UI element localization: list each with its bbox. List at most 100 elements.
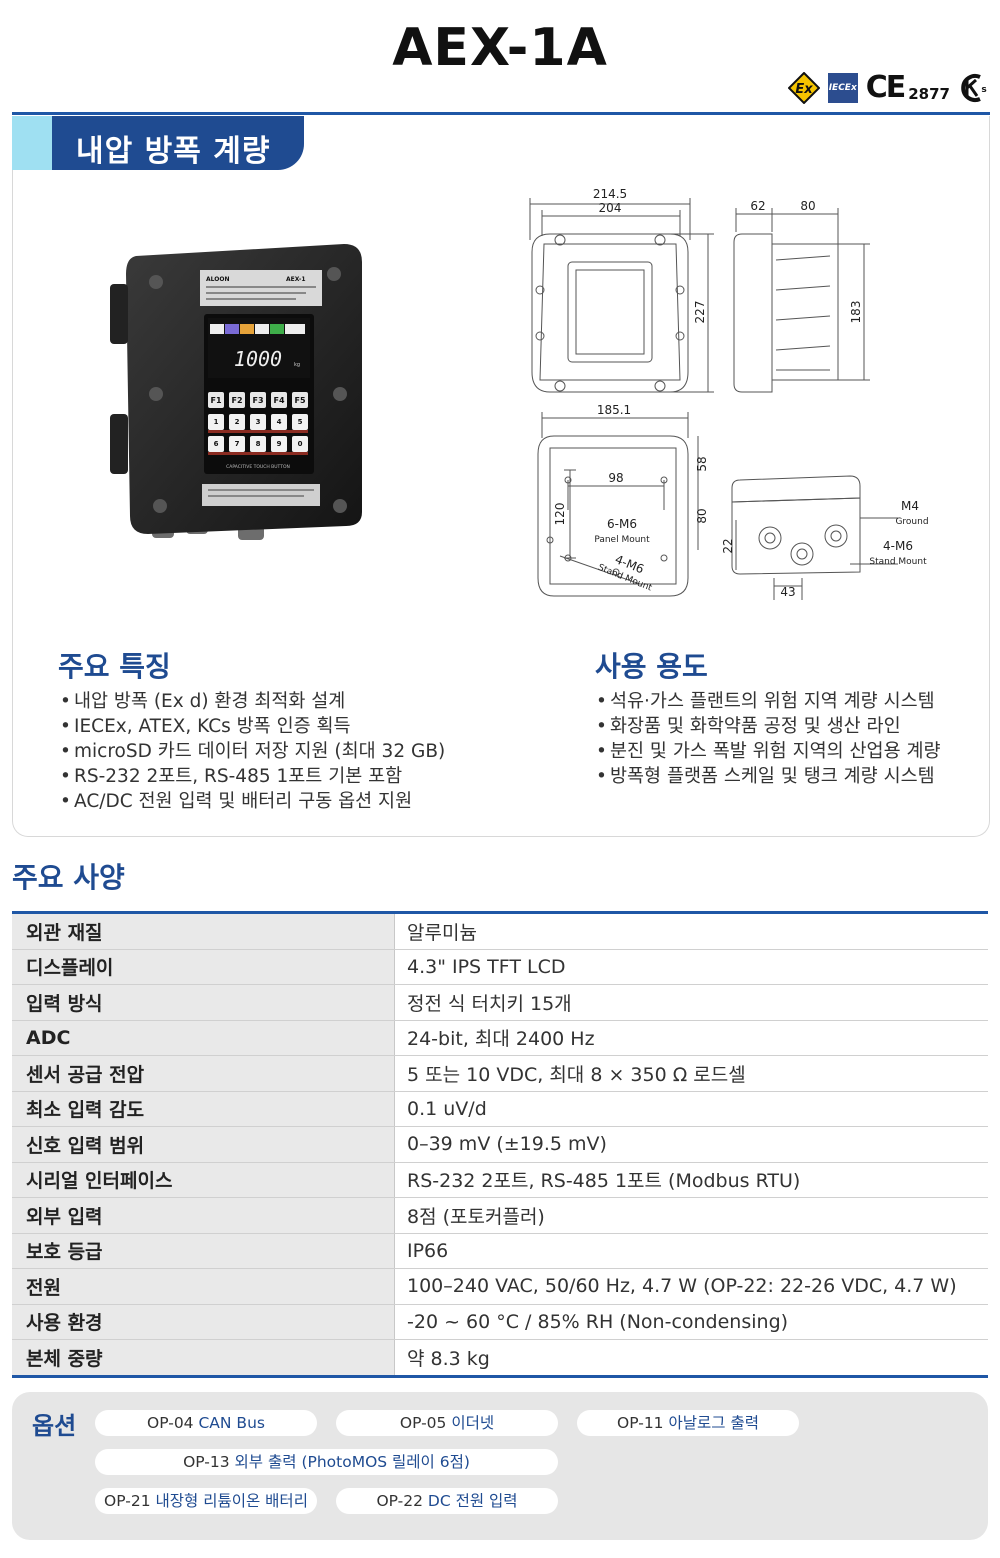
feature-item: AC/DC 전원 입력 및 배터리 구동 옵션 지원 [60,789,445,814]
feature-item: 내압 방폭 (Ex d) 환경 최적화 설계 [60,689,445,714]
section-title: 내압 방폭 계량 [76,134,271,169]
spec-key: 입력 방식 [12,984,395,1021]
ce-mark-icon: CE [865,70,906,105]
dim-side-height: 183 [849,301,863,324]
spec-key: 보호 등급 [12,1233,395,1269]
feature-item: microSD 카드 데이터 저장 지원 (최대 32 GB) [60,739,445,764]
key-8: 8 [256,440,261,448]
kcs-mark-icon: s [958,72,988,104]
spec-value: 8점 (포토커플러) [394,1197,988,1234]
key-9: 9 [277,440,282,448]
spec-value: RS-232 2포트, RS-485 1포트 (Modbus RTU) [394,1162,988,1198]
key-3: 3 [256,418,261,426]
option-code: OP-22 [376,1492,423,1510]
option-name: 이더넷 [451,1414,495,1432]
dim-back-inner-height: 120 [553,503,567,526]
touch-caption: CAPACITIVE TOUCH BUTTON [226,464,290,470]
key-f5: F5 [294,396,305,405]
iecex-logo-icon: IECEx [827,72,858,103]
bottom-stand-label: 4-M6 [883,539,913,553]
dim-bottom-width: 43 [780,585,795,599]
usage-list: 석유·가스 플랜트의 위험 지역 계량 시스템 화장품 및 화학약품 공정 및 … [596,689,941,789]
key-4: 4 [277,418,282,426]
option-pill-op13: OP-13 외부 출력 (PhotoMOS 릴레이 6점) [95,1449,558,1475]
spec-value: 24-bit, 최대 2400 Hz [394,1020,988,1056]
spec-value: 5 또는 10 VDC, 최대 8 × 350 Ω 로드셀 [394,1055,988,1092]
weight-reading: 1000 [234,347,282,371]
option-code: OP-11 [617,1414,664,1432]
features-list: 내압 방폭 (Ex d) 환경 최적화 설계 IECEx, ATEX, KCs … [60,689,445,814]
key-7: 7 [235,440,240,448]
key-5: 5 [298,418,303,426]
spec-key: 외부 입력 [12,1197,395,1234]
spec-key: 디스플레이 [12,949,395,985]
specs-title: 주요 사양 [12,861,125,894]
table-row: 본체 중량 약 8.3 kg [12,1339,988,1376]
spec-key: 외관 재질 [12,912,395,950]
back-view-drawing [537,412,699,597]
spec-value: 약 8.3 kg [407,1347,490,1370]
feature-item: IECEx, ATEX, KCs 방폭 인증 획득 [60,714,445,739]
feature-card [12,116,990,837]
spec-value: 0.1 uV/d [394,1091,988,1127]
spec-key: 사용 환경 [12,1304,395,1340]
spec-value: -20 ~ 60 °C / 85% RH (Non-condensing) [394,1304,988,1340]
spec-key: 전원 [12,1268,395,1305]
dim-front-height: 227 [693,301,707,324]
option-name: 아날로그 출력 [668,1414,759,1432]
ce-notified-body-number: 2877 [908,84,950,103]
spec-value: 정전 식 터치키 15개 [394,984,988,1021]
svg-text:Ex: Ex [795,82,813,97]
options-title: 옵션 [32,1412,77,1440]
key-6: 6 [214,440,219,448]
bottom-view-drawing [731,475,898,600]
section-tab: 내압 방폭 계량 [12,116,304,170]
spec-key: 본체 중량 [12,1339,395,1376]
ex-mark-icon: Ex [787,71,820,104]
dim-back-h1: 58 [695,456,709,471]
dimension-drawings: 214.5 204 227 62 80 183 [520,180,990,600]
key-f2: F2 [231,396,242,405]
spec-value: IP66 [394,1233,988,1269]
svg-text:s: s [981,85,986,95]
option-name: DC 전원 입력 [427,1492,518,1510]
key-2: 2 [235,418,240,426]
option-name: 내장형 리튬이온 배터리 [155,1492,308,1510]
spec-value: 알루미늄 [394,912,988,950]
option-name: CAN Bus [198,1414,265,1432]
dim-side-depth-1: 62 [750,199,765,213]
feature-item: RS-232 2포트, RS-485 1포트 기본 포함 [60,764,445,789]
usage-item: 화장품 및 화학약품 공정 및 생산 라인 [596,714,941,739]
option-pill-op04: OP-04 CAN Bus [95,1410,317,1436]
usage-title: 사용 용도 [595,650,708,683]
device-photo: ALOON AEX-1 1000 kg F1 F2 F3 F4 F5 1 2 3… [108,244,370,544]
usage-item: 석유·가스 플랜트의 위험 지역 계량 시스템 [596,689,941,714]
bottom-stand-sublabel: Stand Mount [869,557,927,567]
dim-side-depth-2: 80 [800,199,815,213]
spec-value: 0–39 mV (±19.5 mV) [394,1126,988,1163]
dim-back-h2: 80 [695,508,709,523]
panel-mount-sublabel: Panel Mount [594,535,650,545]
spec-key: 최소 입력 감도 [12,1091,395,1127]
spec-key: 신호 입력 범위 [12,1126,395,1163]
spec-key: 센서 공급 전압 [12,1055,395,1092]
dim-front-outer-width: 214.5 [593,187,627,201]
key-f3: F3 [252,396,263,405]
ground-sublabel: Ground [895,517,928,527]
spec-value: 100–240 VAC, 50/60 Hz, 4.7 W (OP-22: 22-… [394,1268,988,1305]
product-title: AEX-1A [392,18,608,78]
spec-value: 4.3" IPS TFT LCD [394,949,988,985]
option-pill-op22: OP-22 DC 전원 입력 [336,1488,558,1514]
option-code: OP-21 [104,1492,151,1510]
key-0: 0 [298,440,303,448]
features-title: 주요 특징 [58,650,171,683]
key-1: 1 [214,418,219,426]
